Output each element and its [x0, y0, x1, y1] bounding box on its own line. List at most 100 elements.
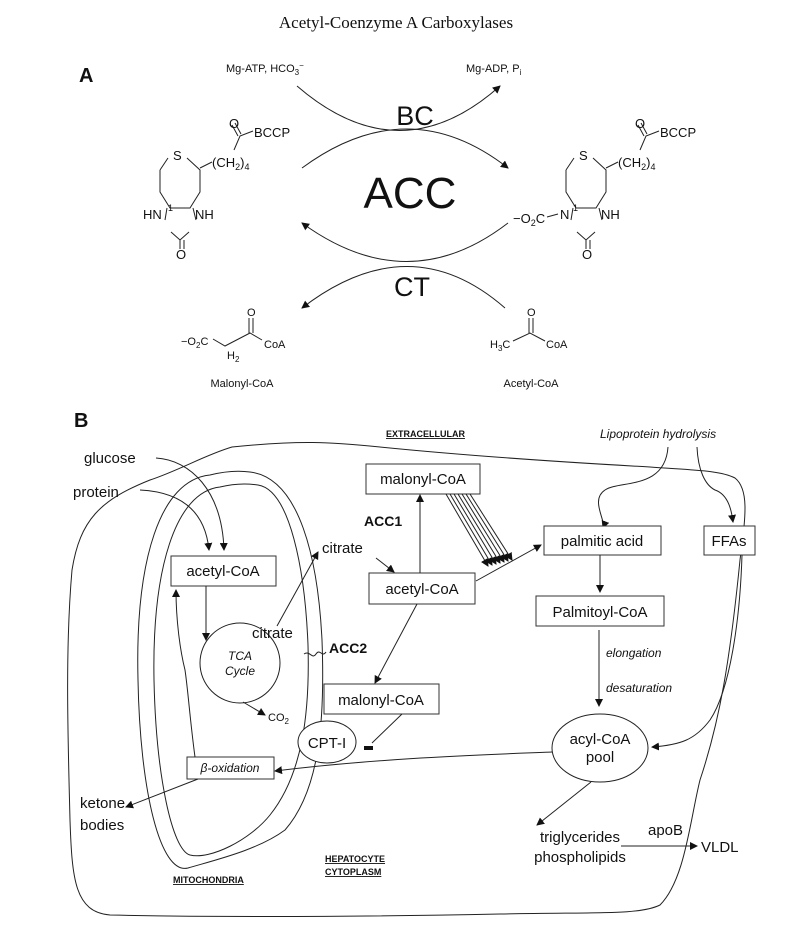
- mitochondria-inner-membrane: [153, 483, 309, 857]
- hepatocyte-membrane: [67, 441, 746, 918]
- malonyl-carboxylate: −O2C: [181, 336, 208, 350]
- carboxylate-label: −O2C: [513, 211, 545, 228]
- chain-label: (CH2)4: [212, 155, 249, 172]
- acetyl-to-malonyl-arrow: [374, 603, 418, 684]
- acyl-coa-pool-line2: pool: [586, 749, 614, 766]
- panel-a-label: A: [79, 65, 93, 87]
- mito-acetyl-coa-box: [170, 555, 277, 587]
- cycle-label: Cycle: [225, 664, 255, 678]
- enzyme-acc: ACC: [364, 169, 457, 218]
- malonyl-coa-top-box: [365, 463, 481, 495]
- biotin-bccp-structure: O BCCP (CH2)4 S HN 1 NH O: [143, 116, 290, 262]
- ketone-label: ketone: [80, 795, 125, 812]
- ureido-oxygen: O: [176, 247, 186, 262]
- desaturation-label: desaturation: [606, 681, 672, 695]
- cpt1-label: CPT-I: [308, 735, 346, 752]
- acc-lower-arc: [301, 222, 509, 262]
- elongation-label: elongation: [606, 646, 662, 660]
- malonyl-coa-top: malonyl-CoA: [380, 471, 466, 488]
- cytoplasm-label-line1: HEPATOCYTE: [325, 854, 385, 864]
- carbonyl-oxygen: O: [635, 116, 645, 131]
- acetyl-oxo: O: [527, 307, 536, 319]
- tca-label: TCA: [228, 649, 252, 663]
- ffas: FFAs: [711, 533, 746, 550]
- bccp-label: BCCP: [660, 125, 696, 140]
- palmitic-acid-box: [543, 525, 662, 556]
- malonyl-ch2: H2: [227, 350, 240, 364]
- lipoprotein-hydrolysis-label: Lipoprotein hydrolysis: [600, 427, 716, 441]
- ffas-box: [703, 525, 756, 556]
- protein-label: protein: [73, 484, 119, 501]
- mitochondria-label: MITOCHONDRIA: [173, 875, 244, 885]
- n1-index: 1: [573, 203, 578, 213]
- pool-to-beta-ox-arrow: [274, 751, 553, 775]
- acc-upper-arc: [301, 128, 509, 169]
- acetyl-methyl: H3C: [490, 339, 510, 353]
- apob-label: apoB: [648, 822, 683, 839]
- panel-b-label: B: [74, 410, 88, 432]
- cyto-acetyl-coa: acetyl-CoA: [385, 581, 458, 598]
- cyto-acetyl-coa-box: [368, 572, 476, 605]
- malonyl-to-palmitic-arrows: [445, 493, 513, 567]
- panel-a: A Mg-ATP, HCO3− Mg-ADP, Pi BC ACC CT O B…: [79, 61, 696, 390]
- vldl-label: VLDL: [701, 839, 739, 856]
- cpt1-ellipse: [297, 720, 357, 764]
- beta-oxidation-box: [186, 756, 275, 780]
- mito-acetyl-coa: acetyl-CoA: [186, 563, 259, 580]
- ureido-oxygen: O: [582, 247, 592, 262]
- nh-atom: NH: [601, 207, 620, 222]
- cyto-citrate: citrate: [322, 540, 363, 557]
- acetyl-coa-name: Acetyl-CoA: [503, 378, 559, 390]
- protein-arrow: [139, 489, 213, 551]
- n1-atom: N: [560, 207, 569, 222]
- n1-index: 1: [168, 203, 173, 213]
- malonyl-coa-group: CoA: [264, 339, 286, 351]
- carbonyl-oxygen: O: [229, 116, 239, 131]
- chain-label: (CH2)4: [618, 155, 655, 172]
- acc2-membrane-tether: [303, 651, 327, 657]
- co2-label: CO2: [268, 712, 290, 726]
- lipoprotein-to-ffa-arrow: [696, 446, 736, 523]
- pool-to-tg-arrow: [536, 781, 592, 826]
- bc-products: Mg-ADP, Pi: [466, 63, 522, 77]
- acyl-coa-pool-line1: acyl-CoA: [570, 731, 631, 748]
- panel-b: B EXTRACELLULAR MITOCHONDRIA HEPATOCYTE …: [67, 410, 756, 918]
- bc-substrates: Mg-ATP, HCO3−: [226, 61, 304, 77]
- figure-title: Acetyl-Coenzyme A Carboxylases: [279, 13, 513, 32]
- acc2-label: ACC2: [329, 640, 367, 656]
- inhibition-mark: [364, 746, 373, 750]
- malonyl-coa-bottom-box: [323, 683, 440, 715]
- malonyl-coa-name: Malonyl-CoA: [211, 378, 275, 390]
- acc1-label: ACC1: [364, 513, 402, 529]
- enzyme-ct: CT: [394, 272, 430, 302]
- triglycerides-label: triglycerides: [540, 829, 620, 846]
- sulfur-atom: S: [579, 148, 588, 163]
- tca-to-co2-arrow: [242, 701, 266, 716]
- acyl-coa-pool-ellipse: [551, 713, 649, 783]
- hn1-atom: HN: [143, 207, 162, 222]
- bccp-label: BCCP: [254, 125, 290, 140]
- enzyme-bc: BC: [396, 101, 434, 131]
- malonyl-oxo: O: [247, 307, 256, 319]
- bodies-label: bodies: [80, 817, 124, 834]
- citrate-to-acetyl-arrow: [375, 557, 395, 573]
- sulfur-atom: S: [173, 148, 182, 163]
- palmitoyl-coa: Palmitoyl-CoA: [552, 604, 647, 621]
- extracellular-label: EXTRACELLULAR: [386, 429, 465, 439]
- mito-citrate: citrate: [252, 625, 293, 642]
- carboxybiotin-bccp-structure: O BCCP (CH2)4 S −O2C N 1 NH O: [513, 116, 696, 262]
- glucose-arrow: [155, 457, 228, 551]
- beta-ox-to-ketone-arrow: [125, 778, 199, 809]
- lipoprotein-to-palmitic-arrow: [598, 446, 669, 529]
- beta-oxidation: β-oxidation: [200, 761, 260, 775]
- mitochondria-outer-membrane: [137, 470, 324, 869]
- citrate-export-arrow: [276, 551, 319, 627]
- beta-ox-to-acetyl-arrow: [172, 589, 196, 758]
- acetyl-coa-structure: H3C O CoA Acetyl-CoA: [490, 307, 568, 390]
- palmitoyl-coa-box: [535, 595, 665, 627]
- malonyl-coa-structure: −O2C H2 O CoA Malonyl-CoA: [181, 307, 286, 390]
- phospholipids-label: phospholipids: [534, 849, 626, 866]
- malonyl-coa-bottom: malonyl-CoA: [338, 692, 424, 709]
- cytoplasm-label-line2: CYTOPLASM: [325, 867, 381, 877]
